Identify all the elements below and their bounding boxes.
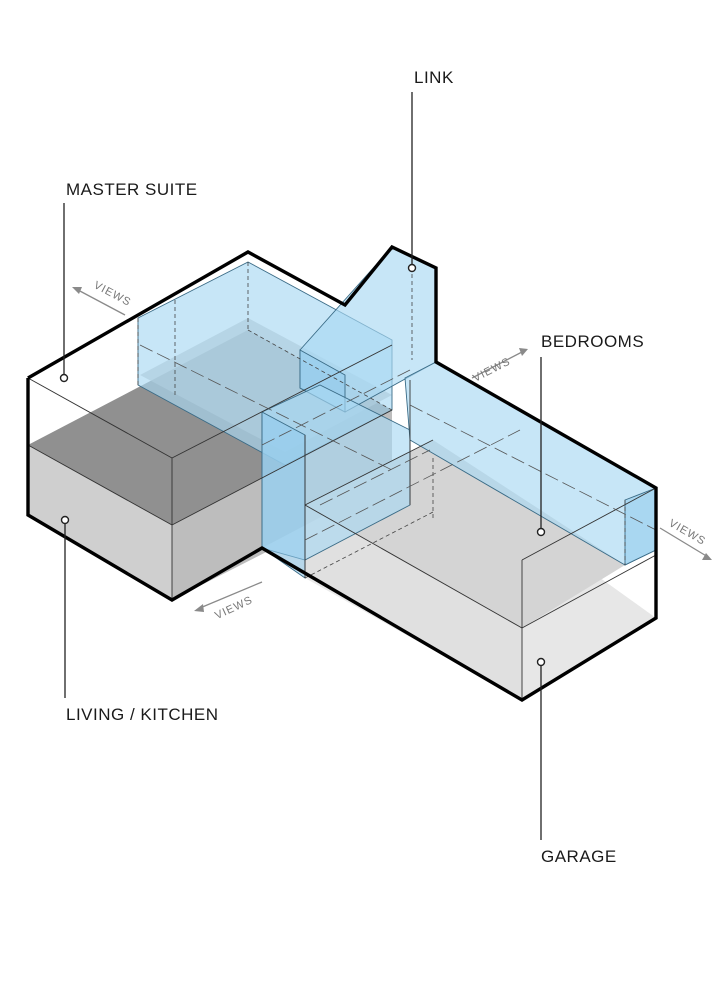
label-bedrooms: BEDROOMS: [541, 332, 644, 351]
bedrooms-glass-end: [624, 487, 657, 566]
view-arrow-right: VIEWS: [659, 517, 712, 560]
bedroom-box-left-face: [305, 505, 522, 700]
svg-text:VIEWS: VIEWS: [213, 594, 255, 622]
master-suite-marker: [59, 373, 69, 383]
building-outline: [26, 244, 658, 702]
view-arrow-master: VIEWS: [72, 279, 133, 316]
label-garage: GARAGE: [541, 847, 617, 866]
view-arrow-bedrooms: VIEWS: [471, 348, 528, 385]
bedrooms-marker: [536, 527, 546, 537]
leader-living-kitchen: [60, 515, 70, 698]
leader-garage: [536, 657, 546, 840]
svg-text:VIEWS: VIEWS: [667, 517, 708, 548]
link-marker: [407, 263, 417, 273]
label-link: LINK: [414, 68, 454, 87]
label-master-suite: MASTER SUITE: [66, 180, 198, 199]
view-arrow-living: VIEWS: [194, 581, 263, 622]
label-living-kitchen: LIVING / KITCHEN: [66, 705, 219, 724]
leader-bedrooms: [536, 357, 546, 537]
svg-text:VIEWS: VIEWS: [471, 356, 512, 385]
living-box-front-face: [28, 445, 172, 600]
leader-master-suite: [59, 203, 69, 383]
internal-edges: [27, 344, 657, 700]
living-kitchen-marker: [60, 515, 70, 525]
svg-text:VIEWS: VIEWS: [92, 279, 133, 309]
hidden-edges: [137, 253, 657, 579]
leader-link: [407, 92, 417, 273]
garage-marker: [536, 657, 546, 667]
